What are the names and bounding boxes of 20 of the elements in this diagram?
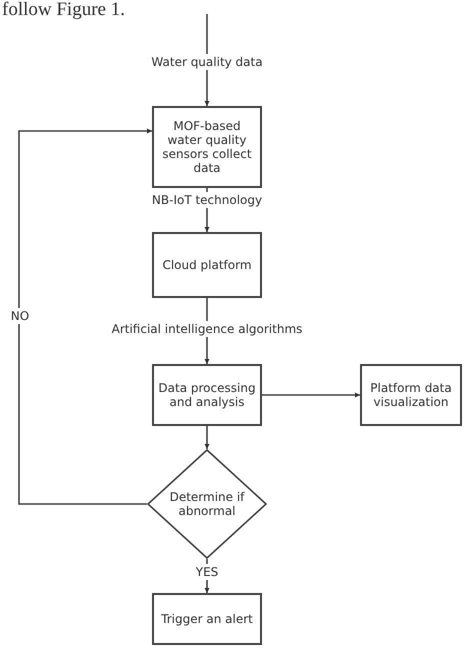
node-text: MOF-based water quality sensors collect data: [161, 119, 253, 175]
process-box: [360, 364, 462, 426]
arrow: [18, 128, 152, 505]
edge-label: Water quality data: [149, 54, 265, 70]
arrow: [262, 392, 360, 398]
decision-diamond: [147, 449, 267, 559]
node-text: Trigger an alert: [161, 612, 253, 626]
process-box: [152, 593, 262, 645]
process-box: [152, 232, 262, 298]
node-text: Data processing and analysis: [158, 381, 256, 409]
process-box: [152, 364, 262, 426]
node-text: Platform data visualization: [369, 381, 453, 409]
edge-label: Artificial intelligence algorithms: [110, 321, 304, 337]
edge-label: YES: [194, 564, 220, 580]
arrow: [204, 426, 210, 449]
node-text: Determine if abnormal: [168, 490, 246, 518]
node-text: Cloud platform: [162, 258, 252, 272]
process-box: [152, 106, 262, 188]
caption-text: follow Figure 1.: [2, 0, 125, 20]
edge-label: NO: [8, 308, 32, 324]
